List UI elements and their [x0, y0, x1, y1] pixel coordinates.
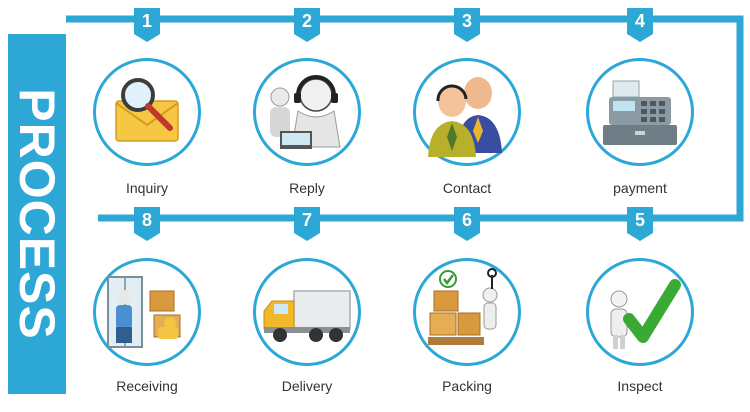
receiving-boxes-icon — [107, 276, 181, 348]
step-6-badge: 6 — [454, 207, 480, 241]
checkmark-person-icon — [610, 279, 681, 349]
step-5-badge: 5 — [627, 207, 653, 241]
step-3-number: 3 — [461, 11, 472, 31]
packing-boxes-icon — [428, 268, 498, 345]
step-4-number: 4 — [634, 11, 645, 31]
cash-register-icon — [603, 80, 677, 145]
step-4-label: payment — [613, 180, 667, 196]
step-4-badge: 4 — [627, 8, 653, 42]
step-7-label: Delivery — [281, 378, 333, 394]
step-8-label: Receiving — [116, 378, 178, 394]
step-7-badge: 7 — [294, 207, 320, 241]
step-6-number: 6 — [461, 210, 472, 230]
step-8-badge: 8 — [134, 207, 160, 241]
step-3-icon-circle — [413, 58, 521, 166]
step-8-number: 8 — [141, 210, 152, 230]
step-6-icon-circle — [413, 258, 521, 366]
process-title-bar: PROCESS — [8, 34, 66, 394]
process-title: PROCESS — [9, 88, 65, 340]
step-7-number: 7 — [301, 210, 312, 230]
step-5-number: 5 — [634, 210, 645, 230]
step-1-badge: 1 — [134, 8, 160, 42]
step-1-number: 1 — [141, 11, 152, 31]
step-5-icon-circle — [586, 258, 694, 366]
step-1-label: Inquiry — [125, 180, 169, 196]
step-2-badge: 2 — [294, 8, 320, 42]
step-7-icon-circle — [253, 258, 361, 366]
step-6-label: Packing — [442, 378, 492, 394]
step-2-number: 2 — [301, 11, 312, 31]
step-8-icon-circle — [93, 258, 201, 366]
step-2-icon-circle — [253, 58, 361, 166]
step-3-badge: 3 — [454, 8, 480, 42]
headset-operators-icon — [270, 75, 341, 149]
step-4-icon-circle — [586, 58, 694, 166]
business-people-icon — [428, 77, 502, 157]
envelope-magnifier-icon — [115, 78, 179, 142]
step-5-label: Inspect — [617, 378, 663, 394]
step-1-icon-circle — [93, 58, 201, 166]
step-2-label: Reply — [289, 180, 325, 196]
step-3-label: Contact — [442, 180, 492, 196]
delivery-truck-icon — [263, 290, 351, 342]
